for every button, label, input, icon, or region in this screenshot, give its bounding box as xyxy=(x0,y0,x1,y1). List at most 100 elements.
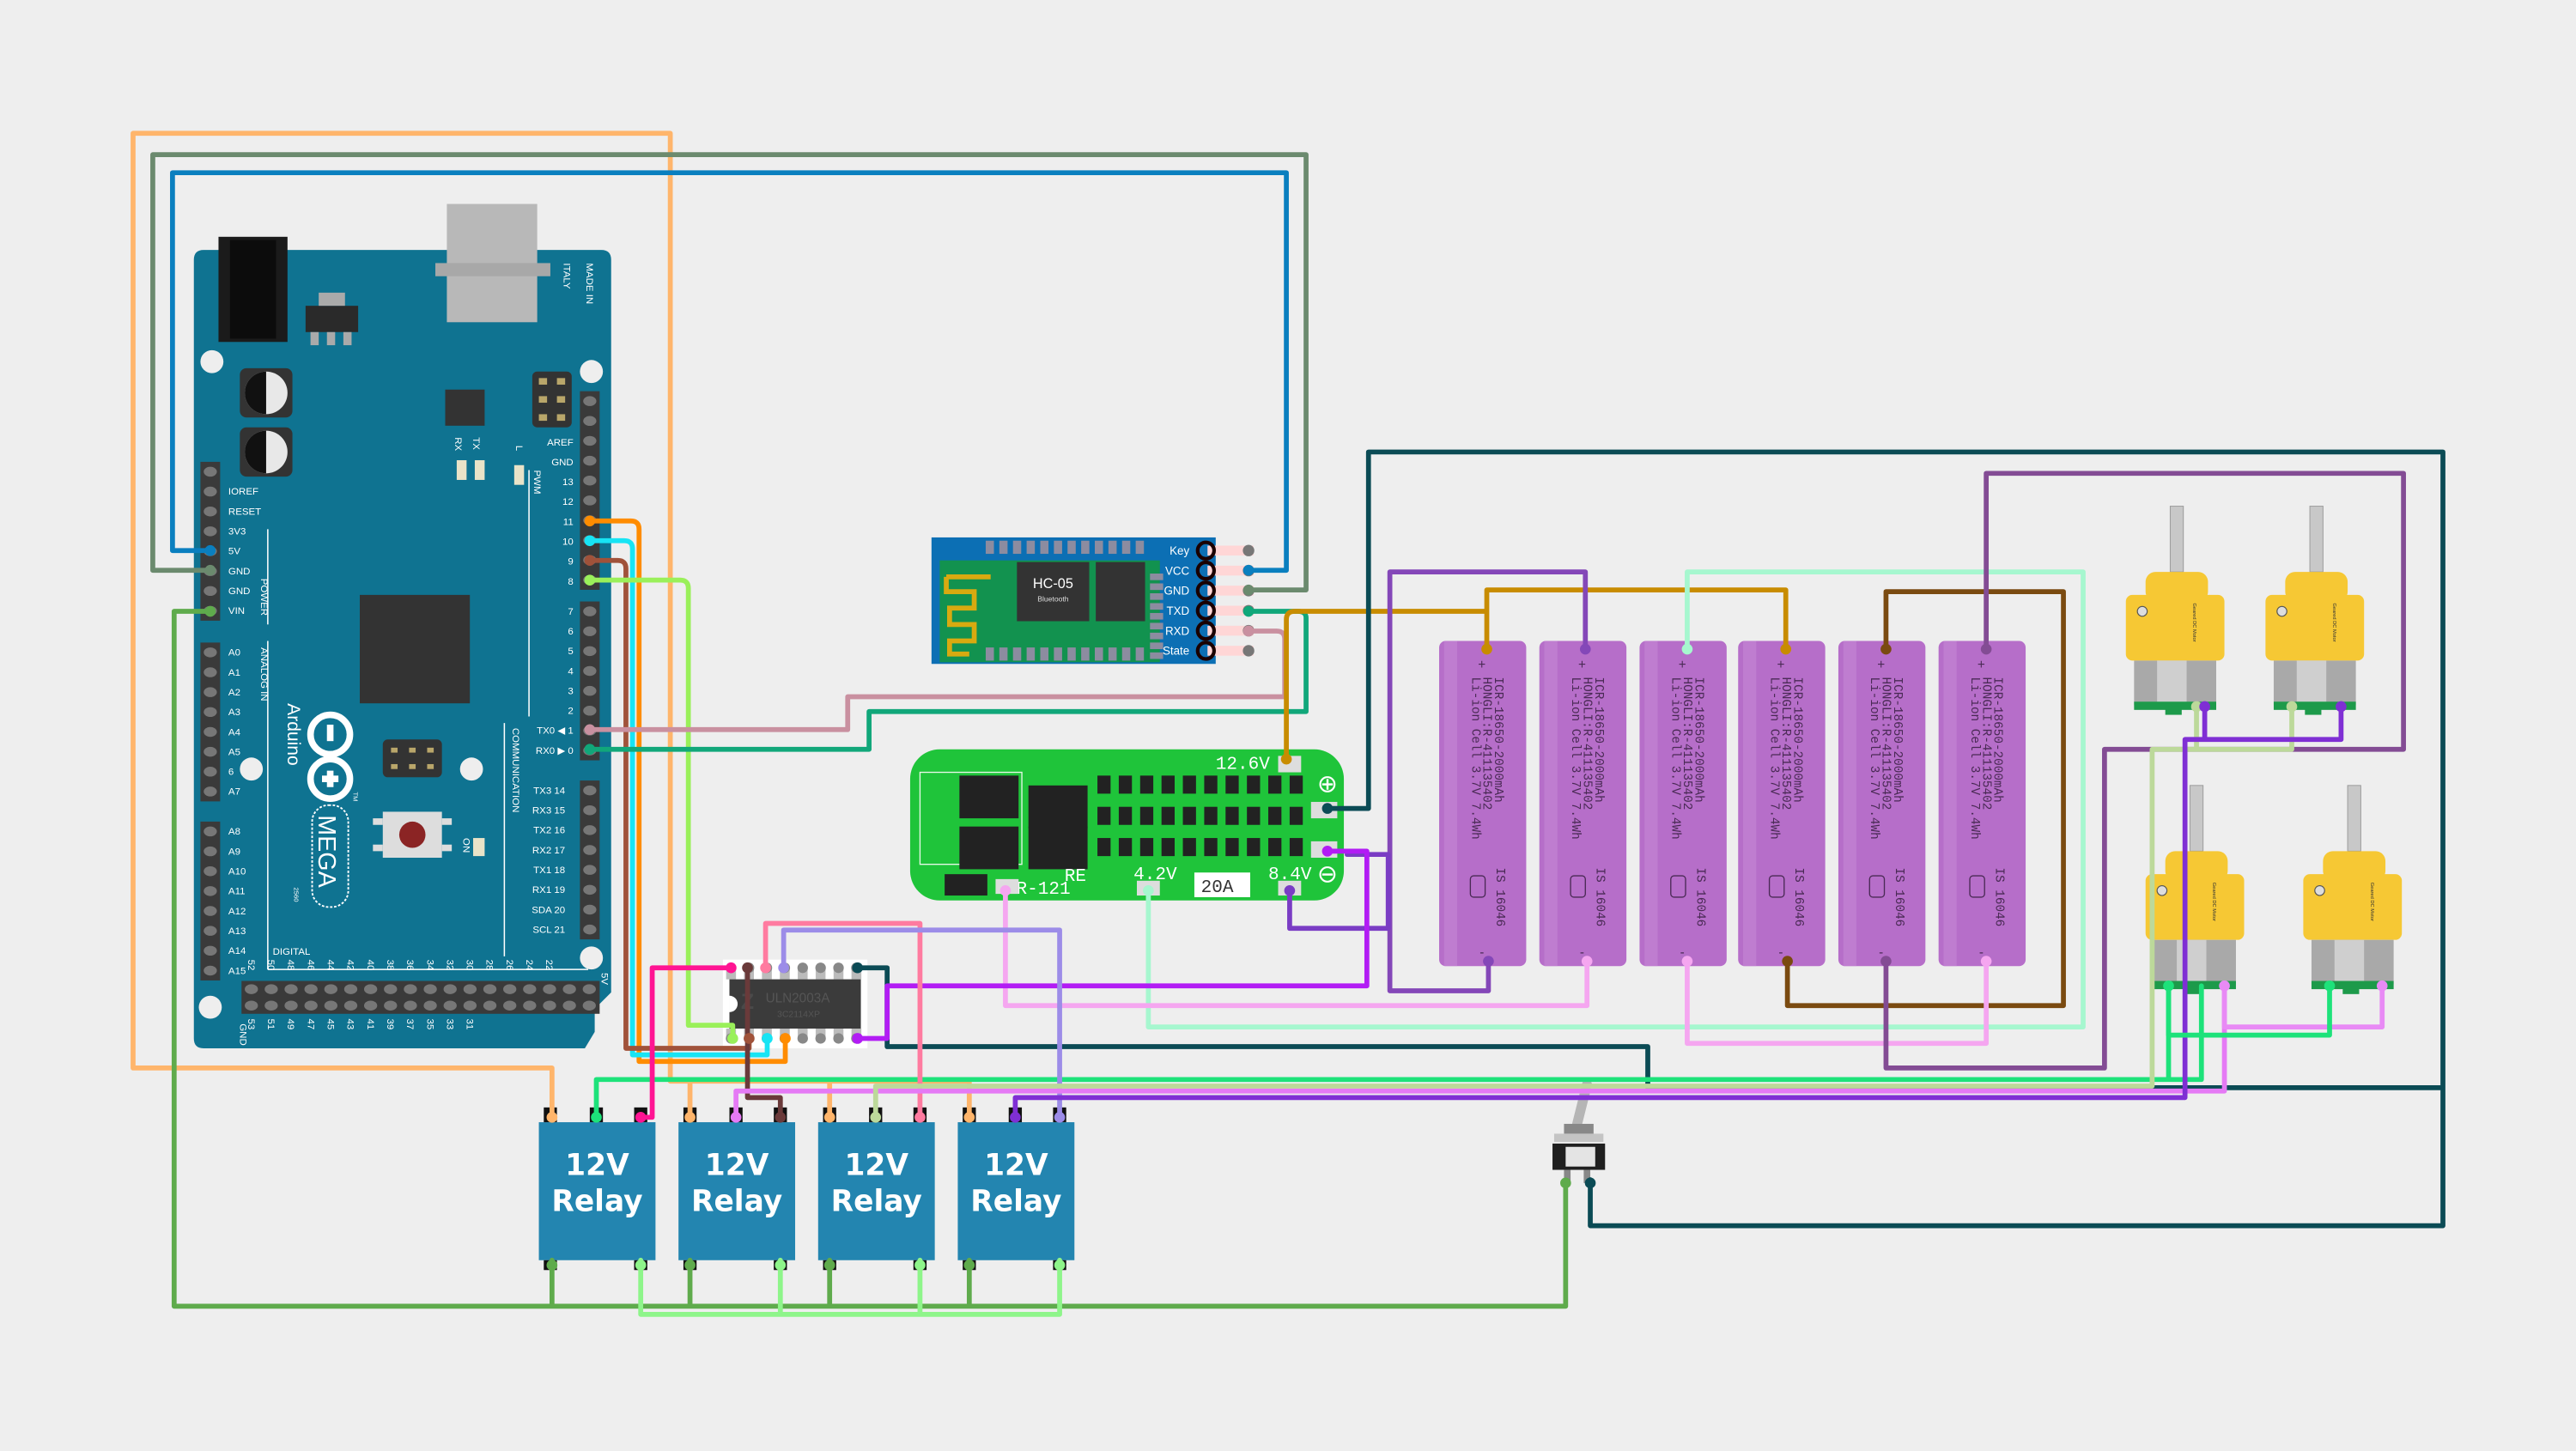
hc05-pin[interactable] xyxy=(1195,580,1217,601)
header-pin[interactable] xyxy=(204,886,217,896)
wire-endpoint[interactable] xyxy=(635,1260,647,1271)
wire-endpoint[interactable] xyxy=(778,962,789,974)
header-pin[interactable] xyxy=(583,825,597,835)
wire-endpoint[interactable] xyxy=(914,1260,926,1271)
header-pin[interactable] xyxy=(324,984,337,994)
header-pin[interactable] xyxy=(423,1000,437,1011)
wire-pin9[interactable] xyxy=(586,557,752,1051)
header-pin[interactable] xyxy=(304,1000,318,1011)
hc05-pin[interactable] xyxy=(1195,600,1217,621)
wire-8v4[interactable] xyxy=(1287,852,1391,932)
header-pin[interactable] xyxy=(423,984,437,994)
header-pin[interactable] xyxy=(245,1000,258,1011)
wire-endpoint[interactable] xyxy=(584,574,596,586)
wire-endpoint[interactable] xyxy=(1681,643,1693,655)
wire-endpoint[interactable] xyxy=(762,1033,773,1044)
header-pin[interactable] xyxy=(204,767,217,777)
wire-endpoint[interactable] xyxy=(1321,846,1334,857)
wire-endpoint[interactable] xyxy=(780,1033,791,1044)
wire-12v6[interactable] xyxy=(1284,587,1789,762)
header-pin[interactable] xyxy=(343,1000,358,1011)
header-pin[interactable] xyxy=(503,1000,517,1011)
wire-endpoint[interactable] xyxy=(823,1112,835,1123)
wire-endpoint[interactable] xyxy=(1584,1177,1596,1189)
wire-endpoint[interactable] xyxy=(852,962,864,974)
header-pin[interactable] xyxy=(583,665,597,677)
wire-endpoint[interactable] xyxy=(823,1260,835,1271)
wire-uln-relay1[interactable] xyxy=(638,965,734,1120)
wire-endpoint[interactable] xyxy=(1481,643,1492,655)
wire-endpoint[interactable] xyxy=(2199,701,2210,713)
header-pin[interactable] xyxy=(463,984,477,994)
wire-endpoint[interactable] xyxy=(1483,956,1494,967)
hc05-pin[interactable] xyxy=(1195,641,1217,661)
wire-endpoint[interactable] xyxy=(2190,701,2202,713)
header-pin[interactable] xyxy=(204,526,217,537)
geared-dc-motor[interactable]: Geared DC Motor xyxy=(2125,506,2225,715)
wire-endpoint[interactable] xyxy=(1880,956,1892,967)
wire-endpoint[interactable] xyxy=(584,515,596,527)
header-pin[interactable] xyxy=(343,984,358,994)
wire-endpoint[interactable] xyxy=(914,1112,926,1123)
wire-endpoint[interactable] xyxy=(1782,956,1793,967)
wire-endpoint[interactable] xyxy=(684,1260,696,1271)
wire-pin10[interactable] xyxy=(586,537,770,1058)
wire-endpoint[interactable] xyxy=(635,1112,647,1123)
wire-5v-hc05[interactable] xyxy=(170,170,1289,574)
wire-endpoint[interactable] xyxy=(963,1112,975,1123)
wire-endpoint[interactable] xyxy=(742,962,753,974)
wire-relay4-mid[interactable] xyxy=(1012,704,2344,1120)
wire-endpoint[interactable] xyxy=(1880,643,1892,655)
wire-bms-b-minus[interactable] xyxy=(1003,893,1990,1047)
wire-endpoint[interactable] xyxy=(744,1033,755,1044)
hc05-pin[interactable] xyxy=(1195,560,1217,581)
header-pin[interactable] xyxy=(583,924,597,935)
wire-endpoint[interactable] xyxy=(1980,956,1992,967)
header-pin[interactable] xyxy=(483,984,497,994)
header-pin[interactable] xyxy=(483,1000,497,1011)
header-pin[interactable] xyxy=(583,785,597,796)
wire-motor-lower-green[interactable] xyxy=(2166,983,2332,1038)
header-pin[interactable] xyxy=(363,984,378,994)
wire-relay2-mid[interactable] xyxy=(733,983,2227,1120)
header-pin[interactable] xyxy=(204,726,217,738)
wire-endpoint[interactable] xyxy=(204,544,216,556)
header-pin[interactable] xyxy=(284,984,298,994)
wire-endpoint[interactable] xyxy=(1242,564,1255,576)
hc05-pin[interactable] xyxy=(1195,540,1217,561)
wire-endpoint[interactable] xyxy=(963,1260,975,1271)
wire-endpoint[interactable] xyxy=(1242,584,1255,596)
header-pin[interactable] xyxy=(583,685,597,696)
reset-button[interactable] xyxy=(373,811,453,859)
header-pin[interactable] xyxy=(204,746,217,757)
header-pin[interactable] xyxy=(245,984,258,994)
header-pin[interactable] xyxy=(583,495,597,506)
header-pin[interactable] xyxy=(404,1000,417,1011)
wire-endpoint[interactable] xyxy=(546,1260,558,1271)
hc05-pin[interactable] xyxy=(1195,620,1217,641)
geared-dc-motor[interactable]: Geared DC Motor xyxy=(2265,506,2365,715)
wire-endpoint[interactable] xyxy=(1242,625,1255,637)
header-pin[interactable] xyxy=(583,804,597,816)
arduino-mega[interactable]: RX TX L PWM MADE IN ITALY Arduino TM MEG… xyxy=(193,203,611,1048)
wire-uln-relay4[interactable] xyxy=(781,927,1062,1120)
wire-endpoint[interactable] xyxy=(591,1112,602,1123)
wire-endpoint[interactable] xyxy=(1054,1260,1066,1271)
header-pin[interactable] xyxy=(583,865,597,875)
wire-endpoint[interactable] xyxy=(684,1112,696,1123)
wire-endpoint[interactable] xyxy=(852,1033,864,1044)
wire-relay3-mid[interactable] xyxy=(872,704,2294,1120)
header-pin[interactable] xyxy=(582,1000,596,1011)
wire-endpoint[interactable] xyxy=(204,564,216,576)
wire-endpoint[interactable] xyxy=(870,1112,882,1123)
header-pin[interactable] xyxy=(523,984,537,994)
battery-18650[interactable]: +-ICR-18650-2000mAhHONGLI:R-411135402Li-… xyxy=(1639,641,1727,967)
header-pin[interactable] xyxy=(562,1000,576,1011)
header-pin[interactable] xyxy=(284,1000,298,1011)
wire-endpoint[interactable] xyxy=(584,724,596,736)
wire-pin8[interactable] xyxy=(586,577,736,1041)
wire-endpoint[interactable] xyxy=(2376,980,2388,992)
header-pin[interactable] xyxy=(204,586,217,597)
